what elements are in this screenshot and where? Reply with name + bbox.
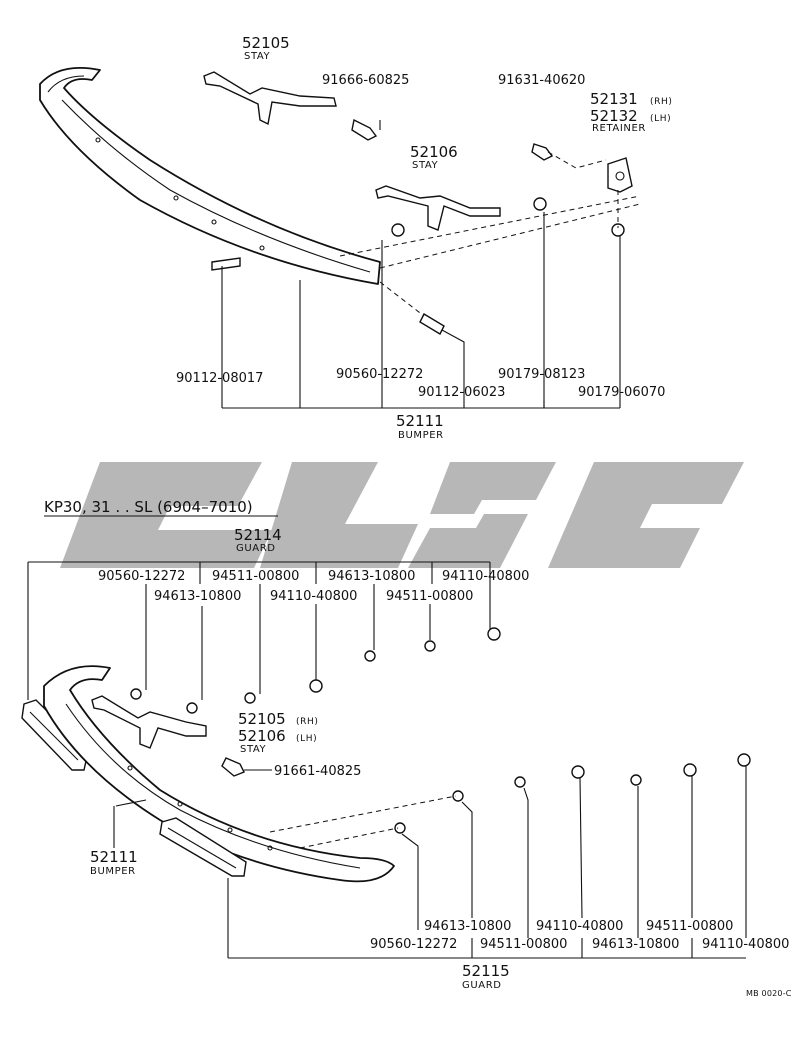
- label-b1-94511-00800: 94511-00800: [646, 919, 733, 934]
- footer-code: MB 0020-C: [746, 989, 792, 998]
- label-b2-90560-12272: 90560-12272: [370, 937, 457, 952]
- label-stay-52105-top: STAY: [244, 51, 271, 62]
- label-52106-lh: (LH): [296, 734, 317, 744]
- label-b1-94613-10800: 94613-10800: [424, 919, 511, 934]
- label-retainer: RETAINER: [592, 123, 646, 134]
- section-title: KP30, 31 . . SL (6904–7010): [44, 498, 253, 516]
- label-52131-rh: (RH): [650, 97, 672, 107]
- label-b2-94613-10800: 94613-10800: [592, 937, 679, 952]
- label-stay-bottom: STAY: [240, 744, 267, 755]
- label-stay-52106-top: STAY: [412, 160, 439, 171]
- label-52111-top: 52111: [396, 412, 444, 430]
- label-bumper-top: BUMPER: [398, 430, 444, 441]
- label-guard-52114: GUARD: [236, 543, 276, 554]
- label-b2-94511-00800: 94511-00800: [480, 937, 567, 952]
- label-r2-94511-00800: 94511-00800: [386, 589, 473, 604]
- label-52115: 52115: [462, 962, 510, 980]
- label-r1-94613-10800: 94613-10800: [328, 569, 415, 584]
- label-52132-lh: (LH): [650, 114, 671, 124]
- top-assembly: [39, 67, 641, 409]
- label-r1-94110-40800: 94110-40800: [442, 569, 529, 584]
- label-90179-06070: 90179-06070: [578, 385, 665, 400]
- retainer-52131-top: [607, 157, 633, 193]
- label-91666-60825: 91666-60825: [322, 73, 409, 88]
- label-r2-94110-40800: 94110-40800: [270, 589, 357, 604]
- label-52111-bottom: 52111: [90, 848, 138, 866]
- label-r1-90560-12272: 90560-12272: [98, 569, 185, 584]
- label-91661-40825: 91661-40825: [274, 764, 361, 779]
- stay-52105-bottom: [91, 695, 207, 749]
- label-b2-94110-40800: 94110-40800: [702, 937, 789, 952]
- label-90112-06023: 90112-06023: [418, 385, 505, 400]
- stay-52105-top: [203, 71, 337, 126]
- label-b1-94110-40800: 94110-40800: [536, 919, 623, 934]
- label-52105-top: 52105: [242, 34, 290, 52]
- guard-52114: [21, 699, 89, 771]
- label-91631-40620: 91631-40620: [498, 73, 585, 88]
- watermark-logo: [60, 462, 744, 568]
- label-r2-94613-10800: 94613-10800: [154, 589, 241, 604]
- label-52106-top: 52106: [410, 143, 458, 161]
- stay-52106-top: [375, 185, 501, 231]
- label-90179-08123: 90179-08123: [498, 367, 585, 382]
- label-90112-08017: 90112-08017: [176, 371, 263, 386]
- bumper-52111-top: [39, 67, 381, 285]
- label-52131: 52131: [590, 90, 638, 108]
- bottom-assembly: [21, 561, 751, 959]
- label-bumper-bottom: BUMPER: [90, 866, 136, 877]
- label-52105-rh: (RH): [296, 717, 318, 727]
- label-90560-12272-top: 90560-12272: [336, 367, 423, 382]
- label-guard-52115: GUARD: [462, 980, 502, 991]
- label-52106-bottom: 52106: [238, 727, 286, 745]
- label-r1-94511-00800: 94511-00800: [212, 569, 299, 584]
- label-52105-bottom: 52105: [238, 710, 286, 728]
- label-52132: 52132: [590, 107, 638, 125]
- label-52114: 52114: [234, 526, 282, 544]
